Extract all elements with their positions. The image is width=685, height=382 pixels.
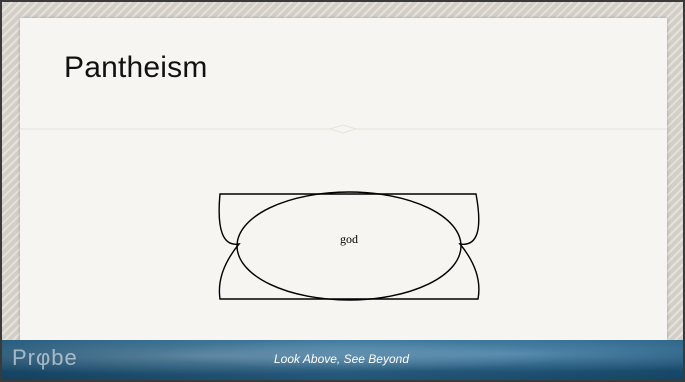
footer-tagline: Look Above, See Beyond [274, 352, 409, 366]
slide-content: Pantheism god [20, 18, 667, 342]
slide-title: Pantheism [64, 51, 208, 84]
god-ellipse [236, 191, 462, 301]
outer-curved-shape [218, 193, 480, 300]
god-label: god [340, 232, 358, 246]
title-divider [20, 124, 667, 134]
footer-banner: Prφbe Look Above, See Beyond [2, 340, 683, 380]
brand-logo-text: Prφbe [12, 345, 78, 370]
pantheism-diagram: god [218, 191, 480, 301]
